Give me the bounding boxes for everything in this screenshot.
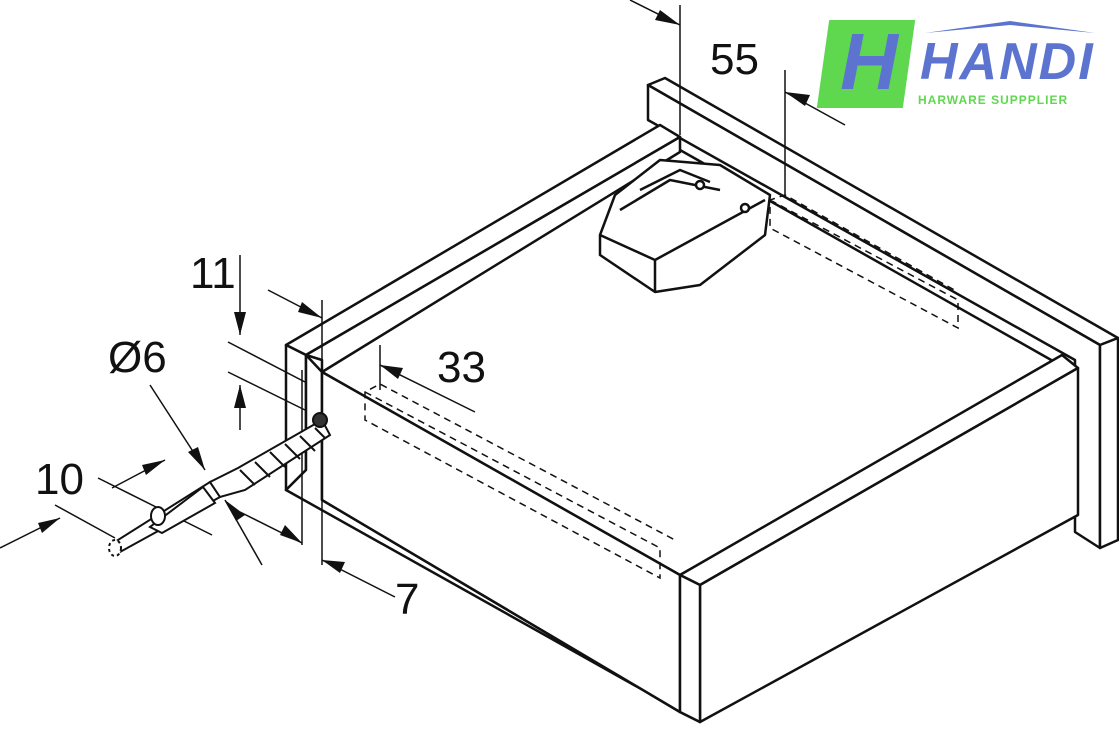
logo-mark: H <box>840 22 898 102</box>
logo-roof-icon <box>925 21 1095 33</box>
dim-10-ext-top <box>97 477 213 536</box>
handi-logo: H HANDI HARWARE SUPPPLIER <box>815 18 1115 113</box>
side-panel-front-edge <box>284 343 308 492</box>
locking-device <box>598 158 772 294</box>
front-panel-edge <box>678 573 702 724</box>
dimension-55: 55 <box>710 35 759 84</box>
dimension-diameter-6: Ø6 <box>108 333 167 382</box>
dim-11-ext-bottom <box>227 371 306 411</box>
dimension-10: 10 <box>35 455 84 504</box>
logo-tagline: HARWARE SUPPPLIER <box>918 93 1069 107</box>
drill-bit <box>108 412 332 557</box>
back-panel-end <box>1098 336 1119 550</box>
arrowheads <box>38 10 810 573</box>
rail-left-hidden <box>364 383 676 580</box>
dimension-11: 11 <box>190 249 236 298</box>
side-panel-inner <box>304 135 682 374</box>
dimension-33: 33 <box>437 343 486 392</box>
logo-brand: HANDI <box>920 33 1095 91</box>
dim-11-ext-top <box>227 341 306 383</box>
dim-10-ext-bottom <box>54 504 116 539</box>
dimension-7: 7 <box>395 575 420 624</box>
